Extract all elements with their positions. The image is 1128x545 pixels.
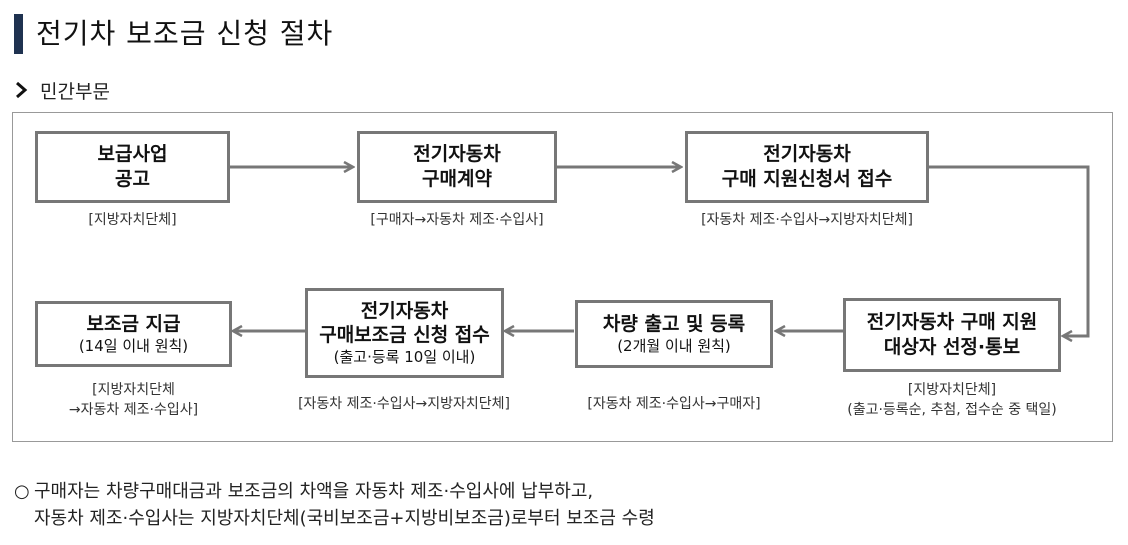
step-caption: [자동차 제조·수입사→지방자치단체]: [264, 394, 544, 414]
step-box-subsidy-application: 전기자동차 구매보조금 신청 접수 (출고·등록 10일 이내): [305, 288, 504, 378]
title-accent-bar: [14, 14, 23, 54]
caption-line: →자동차 제조·수입사]: [68, 402, 199, 419]
step-line: 구매계약: [422, 168, 492, 190]
step-line: 전기자동차: [763, 143, 851, 166]
step-line: 전기자동차 구매 지원: [866, 311, 1038, 334]
step-line: 전기자동차: [360, 299, 449, 322]
caption-line: [자동차 제조·수입사→구매자]: [587, 396, 761, 412]
caption-line: [지방자치단체]: [907, 382, 997, 398]
step-line: (출고·등록 10일 이내): [333, 347, 476, 366]
step-line: 전기자동차: [413, 143, 501, 166]
caption-line: [구매자→자동차 제조·수입사]: [370, 212, 544, 228]
caption-line: [지방자치단체: [92, 382, 175, 398]
step-box-purchase-contract: 전기자동차 구매계약: [357, 131, 557, 203]
step-line: 구매 지원신청서 접수: [721, 168, 893, 190]
arrow-3-4: [929, 165, 1090, 336]
step-line: 구매보조금 신청 접수: [319, 324, 490, 347]
caption-line: [지방자치단체]: [88, 212, 177, 228]
step-line: 차량 출고 및 등록: [602, 312, 746, 335]
footnote-text: 구매자는 차량구매대금과 보조금의 차액을 자동차 제조·수입사에 납부하고,: [34, 481, 594, 502]
footnote-line-2: 자동차 제조·수입사는 지방자치단체(국비보조금+지방비보조금)로부터 보조금 …: [34, 508, 655, 529]
step-box-subsidy-payment: 보조금 지급 (14일 이내 원칙): [35, 301, 232, 367]
caption-line: (출고·등록순, 추첨, 접수순 중 택일): [847, 402, 1057, 419]
step-box-selection-notice: 전기자동차 구매 지원 대상자 선정·통보: [843, 298, 1061, 372]
step-caption: [지방자치단체]: [35, 210, 230, 230]
step-line: (14일 이내 원칙): [78, 336, 189, 355]
caption-line: [자동차 제조·수입사→지방자치단체]: [701, 212, 913, 228]
step-line: 보조금 지급: [86, 312, 181, 335]
circle-bullet-icon: ○: [14, 481, 30, 502]
step-caption: [구매자→자동차 제조·수입사]: [337, 210, 577, 230]
chevron-right-icon: [16, 81, 28, 99]
step-line: 보급사업: [97, 143, 168, 166]
step-caption: [지방자치단체] (출고·등록순, 추첨, 접수순 중 택일): [822, 380, 1082, 421]
flow-diagram-frame: [12, 112, 1113, 442]
footnote: ○구매자는 차량구매대금과 보조금의 차액을 자동차 제조·수입사에 납부하고,…: [14, 478, 655, 532]
step-box-announcement: 보급사업 공고: [35, 131, 230, 203]
step-line: 공고: [115, 168, 150, 190]
step-box-release-registration: 차량 출고 및 등록 (2개월 이내 원칙): [575, 300, 773, 368]
section-subtitle: 민간부문: [40, 81, 110, 103]
footnote-line-1: ○구매자는 차량구매대금과 보조금의 차액을 자동차 제조·수입사에 납부하고,: [14, 478, 655, 505]
step-caption: [지방자치단체 →자동차 제조·수입사]: [35, 380, 232, 421]
step-box-application-intake: 전기자동차 구매 지원신청서 접수: [685, 131, 929, 203]
caption-line: [자동차 제조·수입사→지방자치단체]: [298, 396, 510, 412]
step-caption: [자동차 제조·수입사→지방자치단체]: [667, 210, 947, 230]
step-line: 대상자 선정·통보: [883, 336, 1021, 358]
page-title: 전기차 보조금 신청 절차: [36, 17, 334, 50]
step-caption: [자동차 제조·수입사→구매자]: [554, 394, 794, 414]
step-line: (2개월 이내 원칙): [617, 336, 731, 355]
